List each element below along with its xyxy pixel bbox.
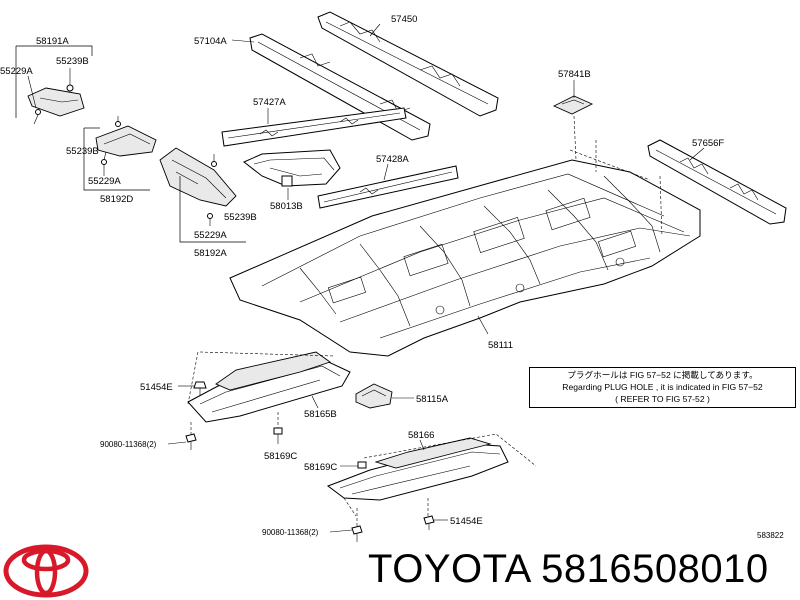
label-57428A: 57428A [376,154,409,165]
label-58192D: 58192D [100,194,133,205]
label-55239B-top: 55239B [56,56,89,67]
label-58192A: 58192A [194,248,227,259]
bolt-90080-right [329,508,363,542]
bolt-51454E-right [423,498,448,530]
label-55239B-mid: 55239B [66,146,99,157]
clip-58169C-right [340,461,367,469]
part-57427A-rail [221,107,407,147]
part-58111-floor-pan [229,140,701,357]
label-55229A-top: 55229A [0,66,33,77]
bracket-58192A [179,176,246,243]
part-57450-rail [317,11,499,117]
bolt-51454E-left [178,381,207,396]
brand-caption: TOYOTA 5816508010 [368,547,769,591]
label-57450: 57450 [391,14,417,25]
plug-hole-note: プラグホールは FIG 57−52 に掲載してあります。 Regarding P… [529,367,796,408]
part-57656F-rail [647,139,787,225]
note-line-en: Regarding PLUG HOLE , it is indicated in… [562,382,763,392]
bracket-58191A [15,45,93,118]
note-line-ref: ( REFER TO FIG 57-52 ) [615,394,710,404]
label-55229A-low: 55229A [194,230,227,241]
clip-58169C-left [273,412,283,444]
label-55239B-low: 55239B [224,212,257,223]
part-58192A-cover [159,147,237,226]
label-58169C-left: 58169C [264,451,297,462]
part-58191A-cover [27,68,85,125]
label-90080-left: 90080-11368(2) [100,440,157,449]
label-58111: 58111 [488,340,513,351]
label-57104A: 57104A [194,36,227,47]
part-58165B-tray [187,351,351,423]
label-90080-right: 90080-11368(2) [262,528,319,537]
label-57656F: 57656F [692,138,724,149]
part-57428A-rail [317,163,459,209]
part-58013B [243,149,341,200]
bolt-90080-left [167,422,197,450]
label-58165B: 58165B [304,409,337,420]
bracket-58192D [83,127,150,191]
label-51454E-left: 51454E [140,382,173,393]
part-58166-tray [326,433,537,517]
label-58191A: 58191A [36,36,69,47]
label-58013B: 58013B [270,201,303,212]
label-55229A-mid: 55229A [88,176,121,187]
label-58115A: 58115A [416,394,449,405]
drawing-number: 583822 [757,531,784,540]
note-line-jp: プラグホールは FIG 57−52 に掲載してあります。 [567,370,758,380]
label-57841B: 57841B [558,69,591,80]
label-58169C-right: 58169C [304,462,337,473]
part-57841B-plate [552,80,594,161]
toyota-logo-icon [3,544,89,598]
label-51454E-right: 51454E [450,516,483,527]
label-57427A: 57427A [253,97,286,108]
part-58192D-cover [95,116,157,176]
part-58115A-plate [355,383,414,409]
label-58166: 58166 [408,430,434,441]
